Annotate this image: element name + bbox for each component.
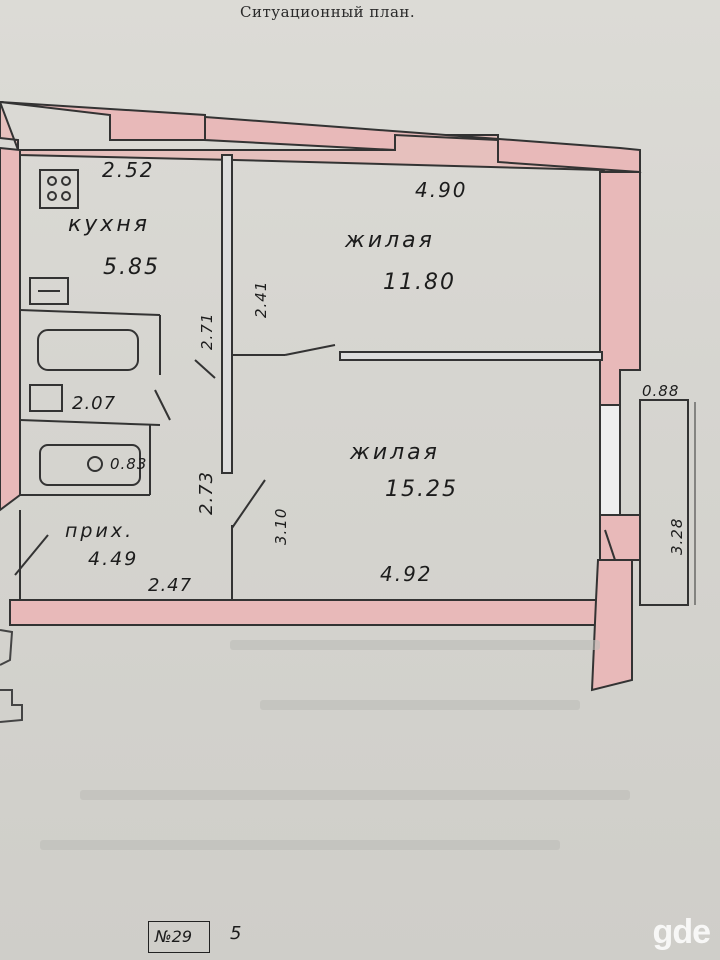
sheet-number-box xyxy=(148,921,210,953)
sheet-number-label: №29 xyxy=(155,927,192,946)
burner-icon xyxy=(61,176,71,186)
page-number-label: 5 xyxy=(230,923,242,944)
balcony-width-label: 0.88 xyxy=(642,382,680,400)
bottom-wall xyxy=(9,599,621,626)
hall-area-label: 4.49 xyxy=(88,548,139,570)
burner-icon xyxy=(47,176,57,186)
kitchen-depth-label: 2.71 xyxy=(198,312,216,350)
faded-print-line xyxy=(80,790,630,800)
bath-wc-wall xyxy=(19,419,161,426)
toilet-icon xyxy=(39,444,141,486)
document-title: Ситуационный план. xyxy=(240,3,416,21)
toilet-bowl-icon xyxy=(87,456,103,472)
burner-icon xyxy=(47,191,57,201)
balcony-door xyxy=(604,529,616,561)
hall-width-label: 2.47 xyxy=(148,575,193,596)
bathtub-icon xyxy=(37,329,139,371)
hall-door-swing xyxy=(231,479,266,529)
balcony-length-label: 3.28 xyxy=(668,517,686,555)
wc-area-label: 0.83 xyxy=(110,455,148,473)
hall-depth-label: 2.73 xyxy=(196,470,217,515)
kitchen-name-label: кухня xyxy=(68,212,150,237)
top-wall-left xyxy=(0,101,206,141)
faded-print-line xyxy=(260,700,580,710)
living-large-area-label: 15.25 xyxy=(385,477,458,502)
kitchen-width-label: 2.52 xyxy=(102,158,155,182)
balcony-outline xyxy=(639,399,689,606)
hall-name-label: прих. xyxy=(65,520,135,542)
faded-print-line xyxy=(40,840,560,850)
left-wall xyxy=(0,146,21,512)
entrance-door xyxy=(14,534,49,576)
living-small-depth-label: 2.41 xyxy=(252,280,270,318)
partition-living-rooms xyxy=(339,351,603,361)
lower-wall-fragment xyxy=(0,689,23,723)
sink-icon xyxy=(29,277,69,305)
kitchen-door xyxy=(194,359,216,379)
living-large-width-label: 4.92 xyxy=(380,562,433,586)
kitchen-bath-wall xyxy=(19,309,161,316)
living-small-area-label: 11.80 xyxy=(383,270,456,295)
kitchen-area-label: 5.85 xyxy=(103,255,160,280)
lower-wall-fragment xyxy=(0,629,14,666)
living-small-width-label: 4.90 xyxy=(415,178,468,202)
living-small-name-label: жилая xyxy=(345,228,435,253)
door-swing xyxy=(284,344,336,356)
living-large-depth-label: 3.10 xyxy=(272,507,290,545)
bath-area-label: 2.07 xyxy=(72,393,117,414)
stove-icon xyxy=(39,169,79,209)
partition-kitchen-living xyxy=(221,154,233,474)
bottom-right-pier xyxy=(590,559,633,692)
watermark-logo: gde xyxy=(652,913,711,951)
balcony-window xyxy=(599,404,621,516)
living-large-name-label: жилая xyxy=(350,440,440,465)
faded-print-line xyxy=(230,640,600,650)
bath-door xyxy=(154,389,171,421)
top-wall-right xyxy=(204,115,641,174)
burner-icon xyxy=(61,191,71,201)
washbasin-icon xyxy=(29,384,63,412)
